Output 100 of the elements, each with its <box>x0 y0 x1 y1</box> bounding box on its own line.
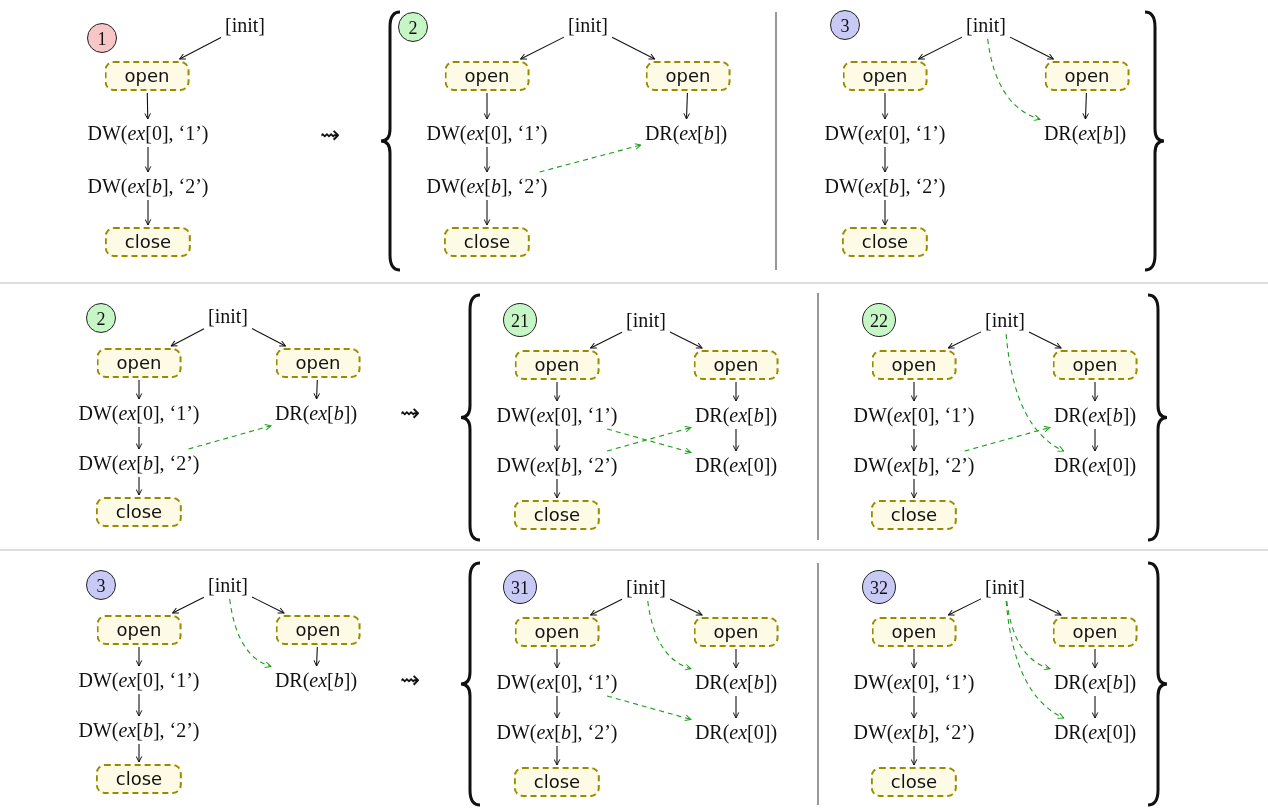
dashed-rounded-box: open <box>444 61 530 91</box>
operation-text: [init] <box>566 13 610 37</box>
operation-text: [init] <box>206 304 250 328</box>
dashed-rounded-box: open <box>104 61 190 91</box>
operation-text: DW(ex[b], ‘2’) <box>424 174 550 198</box>
arrow <box>520 36 565 60</box>
arrow <box>1009 36 1054 60</box>
arrow <box>172 596 205 614</box>
operation-text: DR(ex[b]) <box>642 121 730 145</box>
arrow <box>1091 695 1099 719</box>
arrow <box>135 426 143 450</box>
dashed-rounded-box: open <box>645 61 731 91</box>
arrow <box>483 146 491 173</box>
operation-text: DR(ex[b]) <box>1051 403 1139 427</box>
arrow <box>732 648 740 669</box>
operation-text: DW(ex[b], ‘2’) <box>851 453 977 477</box>
operation-text: DW(ex[0], ‘1’) <box>851 670 977 694</box>
numbered-circle: 3 <box>830 10 860 40</box>
dashed-rounded-box: open <box>514 350 600 380</box>
numbered-circle: 1 <box>87 23 117 53</box>
arrow <box>1028 331 1062 349</box>
dashed-rounded-box: open <box>871 350 957 380</box>
operation-text: DR(ex[b]) <box>692 403 780 427</box>
numbered-circle: 3 <box>86 570 116 600</box>
arrow <box>1091 648 1099 669</box>
operation-text: DW(ex[b], ‘2’) <box>851 720 977 744</box>
arrow <box>135 693 143 717</box>
dashed-arrow <box>1005 333 1065 452</box>
operation-text: DW(ex[b], ‘2’) <box>76 718 202 742</box>
dashed-rounded-box: close <box>104 227 192 257</box>
dashed-arrow <box>987 38 1041 121</box>
dashed-rounded-box: close <box>443 227 531 257</box>
arrow <box>881 92 889 120</box>
operation-text: DR(ex[b]) <box>272 668 360 692</box>
operation-text: [init] <box>223 13 267 37</box>
operation-text: DW(ex[0], ‘1’) <box>494 670 620 694</box>
arrow <box>553 478 561 499</box>
arrow <box>910 695 918 719</box>
arrow <box>483 199 491 226</box>
operation-text: DW(ex[0], ‘1’) <box>76 401 202 425</box>
arrow <box>170 328 205 347</box>
arrow <box>553 648 561 669</box>
dashed-arrow <box>606 695 692 722</box>
arrow <box>881 199 889 226</box>
arrow <box>732 695 740 719</box>
arrow <box>732 428 740 452</box>
operation-text: [init] <box>964 13 1008 37</box>
dashed-rounded-box: open <box>514 617 600 647</box>
numbered-circle: 2 <box>398 12 428 42</box>
arrow <box>251 596 285 614</box>
arrow <box>881 146 889 173</box>
arrow <box>483 92 491 120</box>
arrow <box>910 745 918 766</box>
arrow <box>144 199 152 226</box>
dashed-arrow <box>188 424 272 450</box>
dashed-rounded-box: open <box>275 615 361 645</box>
operation-text: DW(ex[0], ‘1’) <box>822 121 948 145</box>
arrow <box>144 92 151 120</box>
operation-text: DR(ex[0]) <box>1051 720 1139 744</box>
dashed-rounded-box: close <box>841 227 929 257</box>
numbered-circle: 2 <box>86 303 116 333</box>
operation-text: DR(ex[0]) <box>692 453 780 477</box>
dashed-rounded-box: open <box>693 617 779 647</box>
arrow <box>553 695 561 719</box>
operation-text: DR(ex[b]) <box>1051 670 1139 694</box>
arrow <box>910 648 918 669</box>
arrow <box>732 381 740 402</box>
arrow <box>669 331 703 349</box>
dashed-rounded-box: open <box>693 350 779 380</box>
arrow <box>144 146 152 173</box>
dashed-arrow <box>539 143 642 173</box>
arrow <box>135 646 143 667</box>
dashed-rounded-box: open <box>96 615 182 645</box>
arrow <box>918 36 963 60</box>
arrow <box>135 379 143 400</box>
arrow <box>947 598 982 616</box>
arrow <box>179 36 222 60</box>
numbered-circle: 31 <box>503 570 537 604</box>
numbered-circle: 21 <box>503 303 537 337</box>
dashed-arrow <box>229 598 272 668</box>
dashed-rounded-box: open <box>842 61 928 91</box>
operation-text: DW(ex[0], ‘1’) <box>494 403 620 427</box>
arrow <box>590 598 623 616</box>
arrow <box>251 327 286 347</box>
arrow <box>553 381 561 402</box>
dashed-rounded-box: close <box>95 764 183 794</box>
operation-text: DW(ex[b], ‘2’) <box>76 451 202 475</box>
operation-text: DR(ex[0]) <box>692 720 780 744</box>
operation-text: [init] <box>983 575 1027 599</box>
arrow <box>669 598 703 616</box>
numbered-circle: 32 <box>862 570 896 604</box>
operation-text: DW(ex[0], ‘1’) <box>85 121 211 145</box>
operation-text: DR(ex[0]) <box>1051 453 1139 477</box>
operation-text: DW(ex[0], ‘1’) <box>424 121 550 145</box>
operation-text: [init] <box>206 573 250 597</box>
operation-text: DR(ex[b]) <box>1041 121 1129 145</box>
operation-text: [init] <box>624 575 668 599</box>
dashed-rounded-box: close <box>95 497 183 527</box>
arrow <box>553 428 561 452</box>
dashed-rounded-box: close <box>513 500 601 530</box>
